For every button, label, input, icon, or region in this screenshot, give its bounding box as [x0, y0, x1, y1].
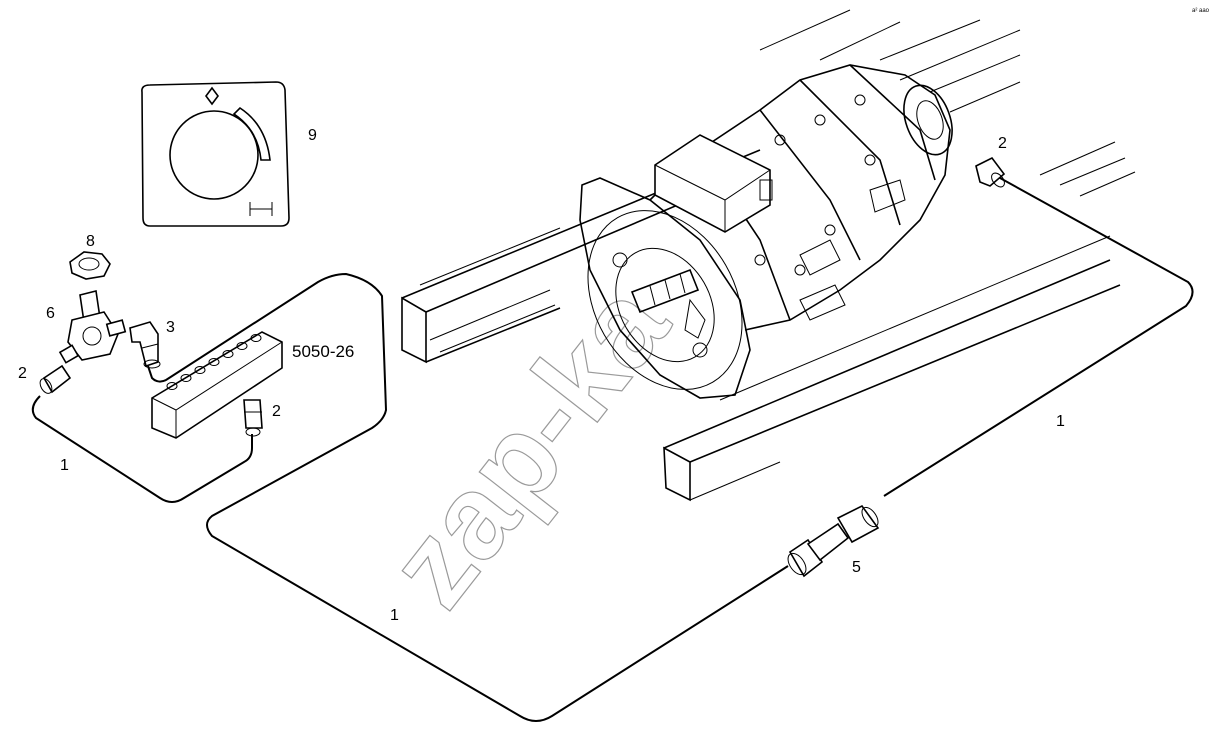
- fitting-left-part: [39, 364, 72, 394]
- gauge-scale-arc: [232, 106, 271, 161]
- gauge-pointer-marker: [205, 86, 219, 106]
- gauge-dial: [169, 110, 259, 200]
- fitting-right-part: [975, 156, 1006, 188]
- callout-fitting-left: 2: [18, 365, 27, 382]
- callout-nut: 8: [86, 233, 95, 250]
- valve-part: [58, 290, 127, 364]
- pipe-right-run: [883, 177, 1194, 497]
- callout-pipe-right: 1: [1056, 413, 1065, 430]
- pipe-left-loop: [31, 395, 253, 503]
- callout-connector: 5: [852, 559, 861, 576]
- callouts: 5050-26 9 8 6 3 2 2 1 1 1 2 5: [18, 127, 1065, 624]
- pipe-main-loop: [147, 272, 789, 722]
- callout-pipe-bottom: 1: [390, 607, 399, 624]
- frame-rail-lines: [759, 9, 1136, 197]
- distribution-block: [151, 331, 283, 439]
- frame-channel-lower: [663, 235, 1121, 502]
- callout-gauge: 9: [308, 127, 317, 144]
- callout-valve: 6: [46, 305, 55, 322]
- watermark: zap-ka: [363, 258, 695, 631]
- gauge-range-symbol: [249, 202, 273, 216]
- gauge-panel: [141, 81, 290, 227]
- elbow-fitting-part: [129, 321, 161, 369]
- gauge-frame: [141, 81, 290, 227]
- callout-elbow: 3: [166, 319, 175, 336]
- code-label-5050-26: 5050-26: [292, 342, 354, 361]
- pipe-lines: [31, 177, 1194, 722]
- fitting-block-part: [243, 399, 263, 437]
- connector-part: [787, 504, 880, 578]
- callout-pipe-left: 1: [60, 457, 69, 474]
- corner-mark: а² аао: [1192, 8, 1210, 14]
- watermark-text: zap-ka: [363, 259, 694, 631]
- callout-fitting-block: 2: [272, 403, 281, 420]
- gearbox-assembly: [579, 64, 953, 399]
- callout-fitting-right: 2: [998, 135, 1007, 152]
- nut-part: [69, 251, 111, 280]
